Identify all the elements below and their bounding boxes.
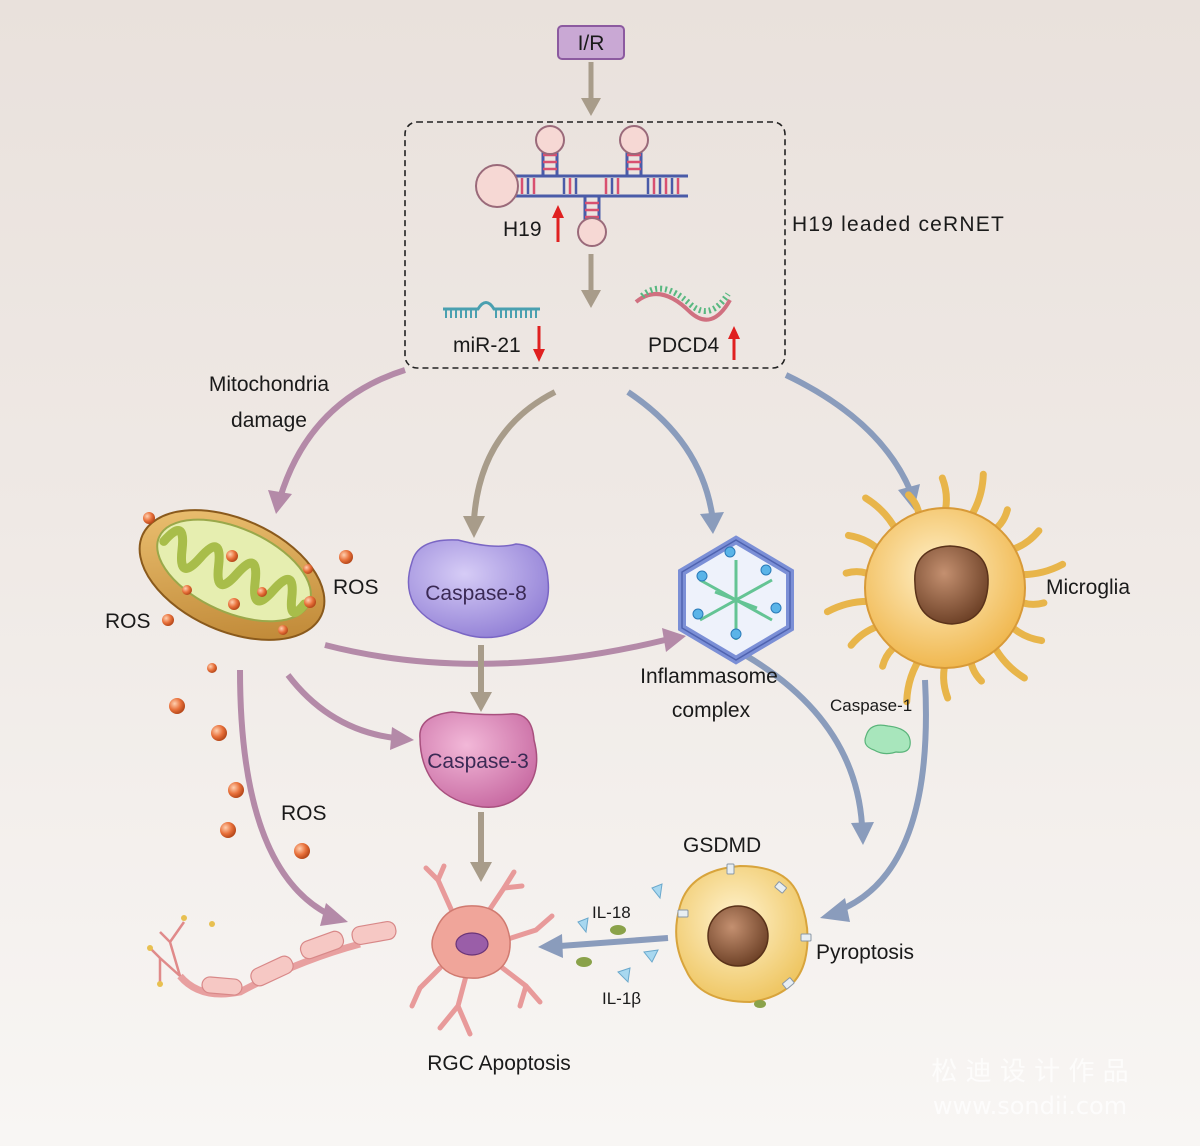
- up-arrow-icon: [728, 326, 740, 360]
- mito-damage-label-1: Mitochondria: [209, 373, 330, 396]
- arrow-ir-to-h19: [581, 62, 601, 116]
- pdcd4-label: PDCD4: [648, 334, 720, 357]
- caspase3-label: Caspase-3: [427, 750, 529, 773]
- microglia-cell: [823, 470, 1067, 706]
- pyroptosis-label: Pyroptosis: [816, 941, 914, 964]
- arrow-mito-to-caspase3: [285, 673, 414, 750]
- down-arrow-icon: [533, 326, 545, 362]
- watermark-chinese: 松 迪 设 计 作 品: [931, 1057, 1128, 1087]
- mir21-strand-icon: [443, 301, 540, 318]
- microglia-label: Microglia: [1046, 576, 1130, 599]
- ros-particles: [143, 512, 353, 859]
- pdcd4-mrna-icon: [634, 285, 732, 322]
- arrow-to-mitochondria: [268, 367, 406, 514]
- arrow-mito-to-inflammasome: [324, 628, 686, 667]
- ros-label-left: ROS: [105, 610, 151, 633]
- arrow-h19-to-mirna: [581, 254, 601, 308]
- caspase1-label: Caspase-1: [830, 696, 912, 715]
- h19-label: H19: [503, 218, 542, 241]
- up-arrow-icon: [552, 205, 564, 242]
- arrow-to-caspase8: [463, 389, 557, 538]
- rgc-apoptosis-label: RGC Apoptosis: [427, 1052, 571, 1075]
- cernet-box: [404, 121, 786, 369]
- il1b-label: IL-1β: [602, 989, 641, 1008]
- arrow-to-microglia: [784, 372, 920, 510]
- arrow-inflammasome-to-pyroptosis: [743, 652, 874, 845]
- mir21-label: miR-21: [453, 334, 521, 357]
- gsdmd-label: GSDMD: [683, 834, 761, 857]
- ir-trigger-box: I/R: [557, 25, 625, 60]
- arrow-caspase3-to-rgc: [470, 812, 492, 882]
- caspase1-blob: [864, 724, 911, 755]
- arrow-to-inflammasome: [626, 389, 724, 534]
- caspase8-blob: [407, 539, 550, 639]
- caspase3-blob: [419, 711, 538, 808]
- inflammasome-icon: [678, 535, 794, 665]
- ros-label-right: ROS: [333, 576, 379, 599]
- rgc-neuron: [147, 863, 555, 1037]
- inflammasome-label-2: complex: [672, 699, 751, 722]
- arrow-mito-to-rgc: [237, 669, 348, 926]
- mito-damage-label-2: damage: [231, 409, 307, 432]
- cernet-label: H19 leaded ceRNET: [792, 213, 1005, 236]
- mitochondrion: [138, 509, 326, 641]
- caspase8-label: Caspase-8: [425, 582, 527, 605]
- ir-label: I/R: [578, 32, 605, 55]
- h19-base-pairs: [514, 178, 680, 194]
- cytokine-particles: [576, 883, 663, 984]
- h19-rna-structure: [475, 125, 688, 247]
- pyroptotic-cell: [675, 863, 812, 1008]
- inflammasome-label-1: Inflammasome: [640, 665, 778, 688]
- watermark-url: www.sondii.com: [933, 1092, 1127, 1120]
- ros-label-lower: ROS: [281, 802, 327, 825]
- arrow-microglia-to-pyroptosis: [820, 679, 929, 922]
- arrow-caspase8-to-caspase3: [470, 645, 492, 712]
- il18-label: IL-18: [592, 903, 631, 922]
- arrow-pyroptosis-to-rgc: [538, 934, 669, 958]
